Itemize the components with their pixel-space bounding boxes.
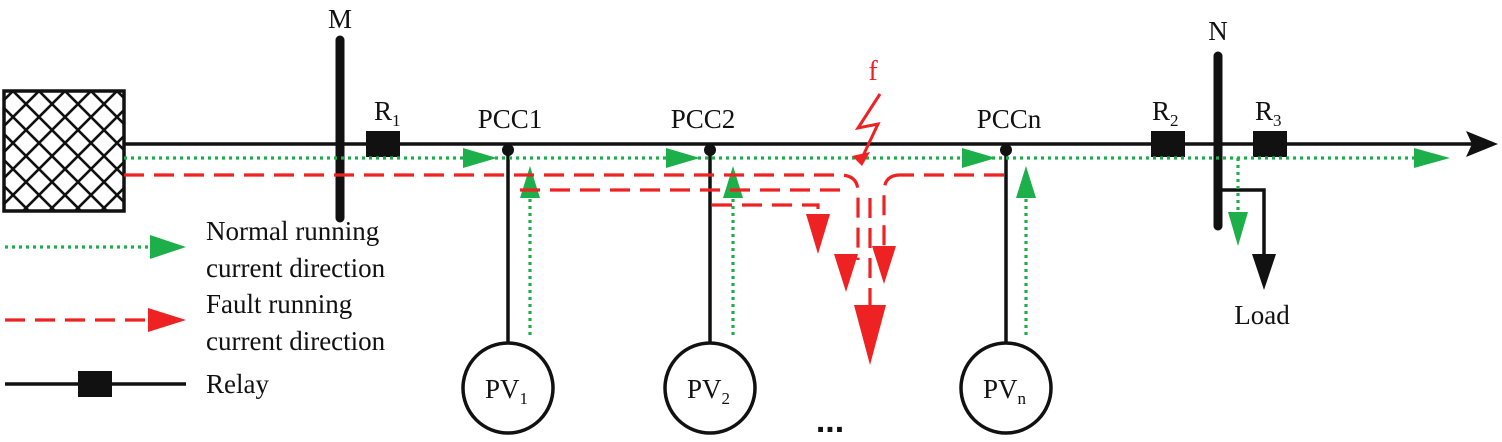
- pv2-source: [663, 341, 757, 435]
- load-label: Load: [1234, 300, 1290, 330]
- main-feeder-line: [124, 131, 1498, 157]
- bus-n: N: [1208, 16, 1228, 231]
- normal-current-paths: [124, 156, 1420, 335]
- pv2-label: PV2: [687, 374, 730, 408]
- pv-branch-2: PV2: [663, 144, 757, 435]
- load-arrowhead: [1252, 254, 1276, 290]
- legend-relay-label: Relay: [206, 369, 269, 399]
- legend-fault: Fault running current direction: [5, 289, 386, 356]
- fault-marker: f: [852, 56, 882, 166]
- bus-n-label: N: [1208, 16, 1228, 46]
- load-branch: Load: [1220, 188, 1290, 330]
- pcc2-node: [704, 144, 716, 156]
- fault-current-paths: [124, 173, 1004, 310]
- legend-fault-line1: Fault running: [206, 289, 352, 319]
- fault-current-arrows: [806, 214, 896, 365]
- normal-current-arrows: [463, 148, 1450, 246]
- pv1-source: [461, 341, 555, 435]
- lightning-bolt-icon: [854, 93, 882, 159]
- pvn-label: PVn: [983, 374, 1027, 408]
- pv1-label: PV1: [485, 374, 528, 408]
- legend-fault-line2: current direction: [206, 326, 386, 356]
- legend-normal: Normal running current direction: [5, 216, 386, 283]
- pccn-node: [1000, 144, 1012, 156]
- relay-r2: R2: [1151, 96, 1185, 157]
- bus-m-label: M: [328, 4, 352, 34]
- legend-normal-line1: Normal running: [206, 216, 379, 246]
- relay-r1: R1: [366, 96, 401, 157]
- pcc1-node: [502, 144, 514, 156]
- pv-branch-n: PVn: [959, 144, 1053, 435]
- relay-r2-label: R2: [1152, 96, 1179, 130]
- pcc2-label: PCC2: [671, 104, 736, 134]
- more-pv-ellipsis: ...: [816, 402, 844, 440]
- legend-relay: Relay: [5, 369, 269, 399]
- pvn-source: [959, 341, 1053, 435]
- legend: Normal running current direction Fault r…: [5, 216, 386, 399]
- fault-label: f: [868, 56, 878, 87]
- pv-branch-1: PV1: [461, 144, 555, 435]
- external-grid-source: [2, 89, 126, 213]
- relay-r1-label: R1: [374, 96, 401, 130]
- pccn-label: PCCn: [977, 104, 1042, 134]
- relay-r3-label: R3: [1255, 96, 1282, 130]
- legend-normal-line2: current direction: [206, 253, 386, 283]
- feeder-arrowhead: [1466, 131, 1498, 157]
- bus-m: M: [328, 4, 352, 223]
- relay-r3: R3: [1253, 96, 1287, 157]
- pcc1-label: PCC1: [478, 104, 543, 134]
